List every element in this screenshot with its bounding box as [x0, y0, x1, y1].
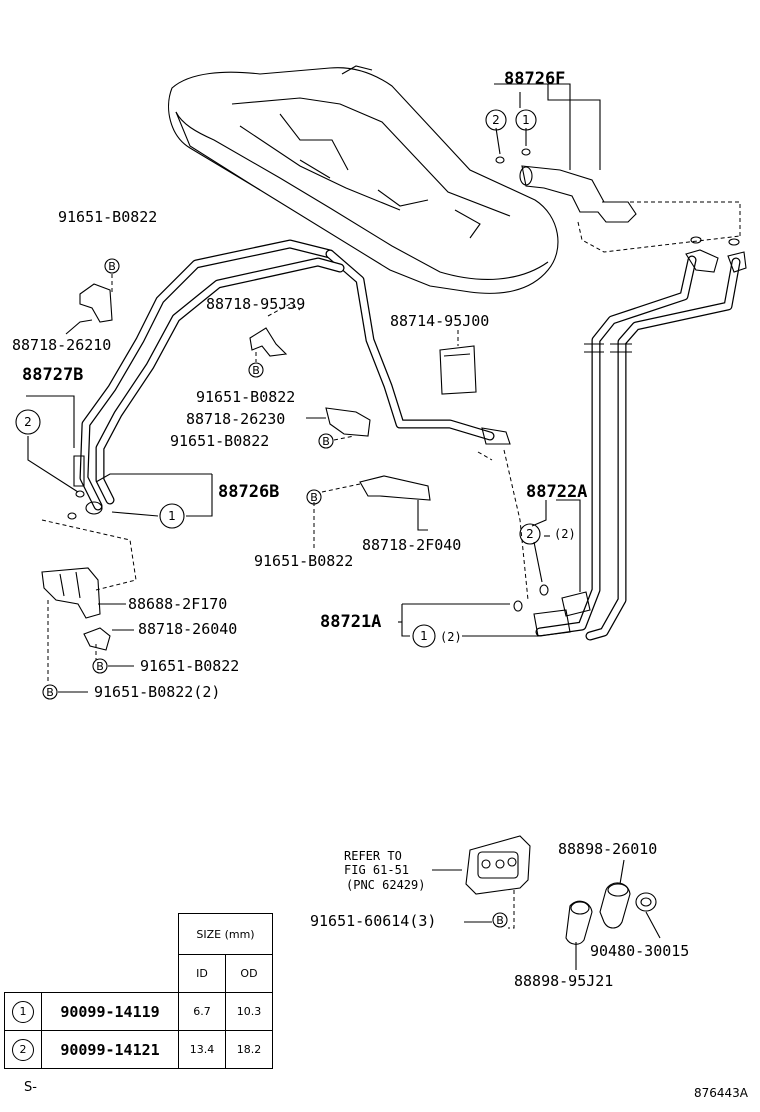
brackets: [41, 283, 477, 651]
size-table-subheader-row: ID OD: [5, 954, 273, 993]
bolt-marker: B: [496, 914, 504, 927]
col-od: OD: [225, 954, 273, 993]
label-88718-95J39: 88718-95J39: [206, 295, 305, 313]
label-88727B: 88727B: [22, 365, 83, 385]
label-91651-B0822: 91651-B0822: [254, 552, 353, 570]
bolt-marker: B: [96, 660, 104, 673]
row-key: 1: [12, 1000, 34, 1023]
label-88718-26230: 88718-26230: [186, 410, 285, 428]
label-91651-B0822: 91651-B0822: [196, 388, 295, 406]
label-88718-2F040: 88718-2F040: [362, 536, 461, 554]
size-header: SIZE (mm): [178, 913, 273, 955]
label-88898-26010: 88898-26010: [558, 840, 657, 858]
label-88718-26040: 88718-26040: [138, 620, 237, 638]
label-90480-30015: 90480-30015: [590, 942, 689, 960]
marker-2: 2: [492, 113, 500, 127]
row-od: 10.3: [225, 992, 273, 1031]
marker-2: 2: [526, 527, 534, 541]
label-91651-60614-3: 91651-60614(3): [310, 912, 436, 930]
hoses-right: [503, 236, 747, 641]
row-part: 90099-14119: [41, 992, 179, 1031]
label-91651-B0822-2: 91651-B0822(2): [94, 683, 220, 701]
row-id: 13.4: [178, 1030, 226, 1069]
label-88726B: 88726B: [218, 482, 279, 502]
row-part: 90099-14121: [41, 1030, 179, 1069]
lower-detail: REFER TO FIG 61-51 (PNC 62429) 91651-606…: [310, 835, 689, 990]
label-88688-2F170: 88688-2F170: [128, 595, 227, 613]
marker-1: 1: [420, 629, 428, 643]
leader-lines: [26, 274, 581, 693]
callout-markers: 2 1 2 1 2 1 B B B B B B B: [15, 109, 541, 928]
label-91651-B0822: 91651-B0822: [170, 432, 269, 450]
label-88722A: 88722A: [526, 482, 587, 502]
refer-line-1: REFER TO: [344, 849, 402, 863]
footer-left-code: S-: [24, 1080, 37, 1095]
bolt-marker: B: [310, 491, 318, 504]
label-88721A: 88721A: [320, 612, 381, 632]
tank-outline: [168, 65, 559, 294]
bolt-marker: B: [46, 686, 54, 699]
qty-2: (2): [554, 527, 576, 541]
bolt-marker: B: [322, 435, 330, 448]
row-od: 18.2: [225, 1030, 273, 1069]
row-id: 6.7: [178, 992, 226, 1031]
fitting-88726F: [494, 83, 741, 253]
size-table-header-row: SIZE (mm): [5, 913, 273, 955]
marker-1: 1: [168, 509, 176, 523]
table-row: 2 90099-14121 13.4 18.2: [4, 1030, 273, 1069]
label-91651-B0822: 91651-B0822: [140, 657, 239, 675]
qty-2: (2): [440, 630, 462, 644]
marker-2: 2: [24, 415, 32, 429]
part-labels: 88726F 91651-B0822 88718-26210 88727B 88…: [12, 69, 587, 701]
table-row: 1 90099-14119 6.7 10.3: [4, 992, 273, 1031]
label-88718-26210: 88718-26210: [12, 336, 111, 354]
row-key: 2: [12, 1038, 34, 1061]
refer-line-3: (PNC 62429): [346, 878, 425, 892]
refer-line-2: FIG 61-51: [344, 863, 409, 877]
bolt-marker: B: [108, 260, 116, 273]
pipes-left: [67, 239, 511, 520]
label-88726F: 88726F: [504, 69, 565, 89]
label-91651-B0822: 91651-B0822: [58, 208, 157, 226]
marker-1: 1: [522, 113, 530, 127]
col-id: ID: [178, 954, 226, 993]
bolt-marker: B: [252, 364, 260, 377]
label-88714-95J00: 88714-95J00: [390, 312, 489, 330]
size-table: SIZE (mm) ID OD 1 90099-14119 6.7 10.3 2…: [4, 913, 273, 1069]
illustration-number: 876443A: [693, 1086, 748, 1100]
label-88898-95J21: 88898-95J21: [514, 972, 613, 990]
